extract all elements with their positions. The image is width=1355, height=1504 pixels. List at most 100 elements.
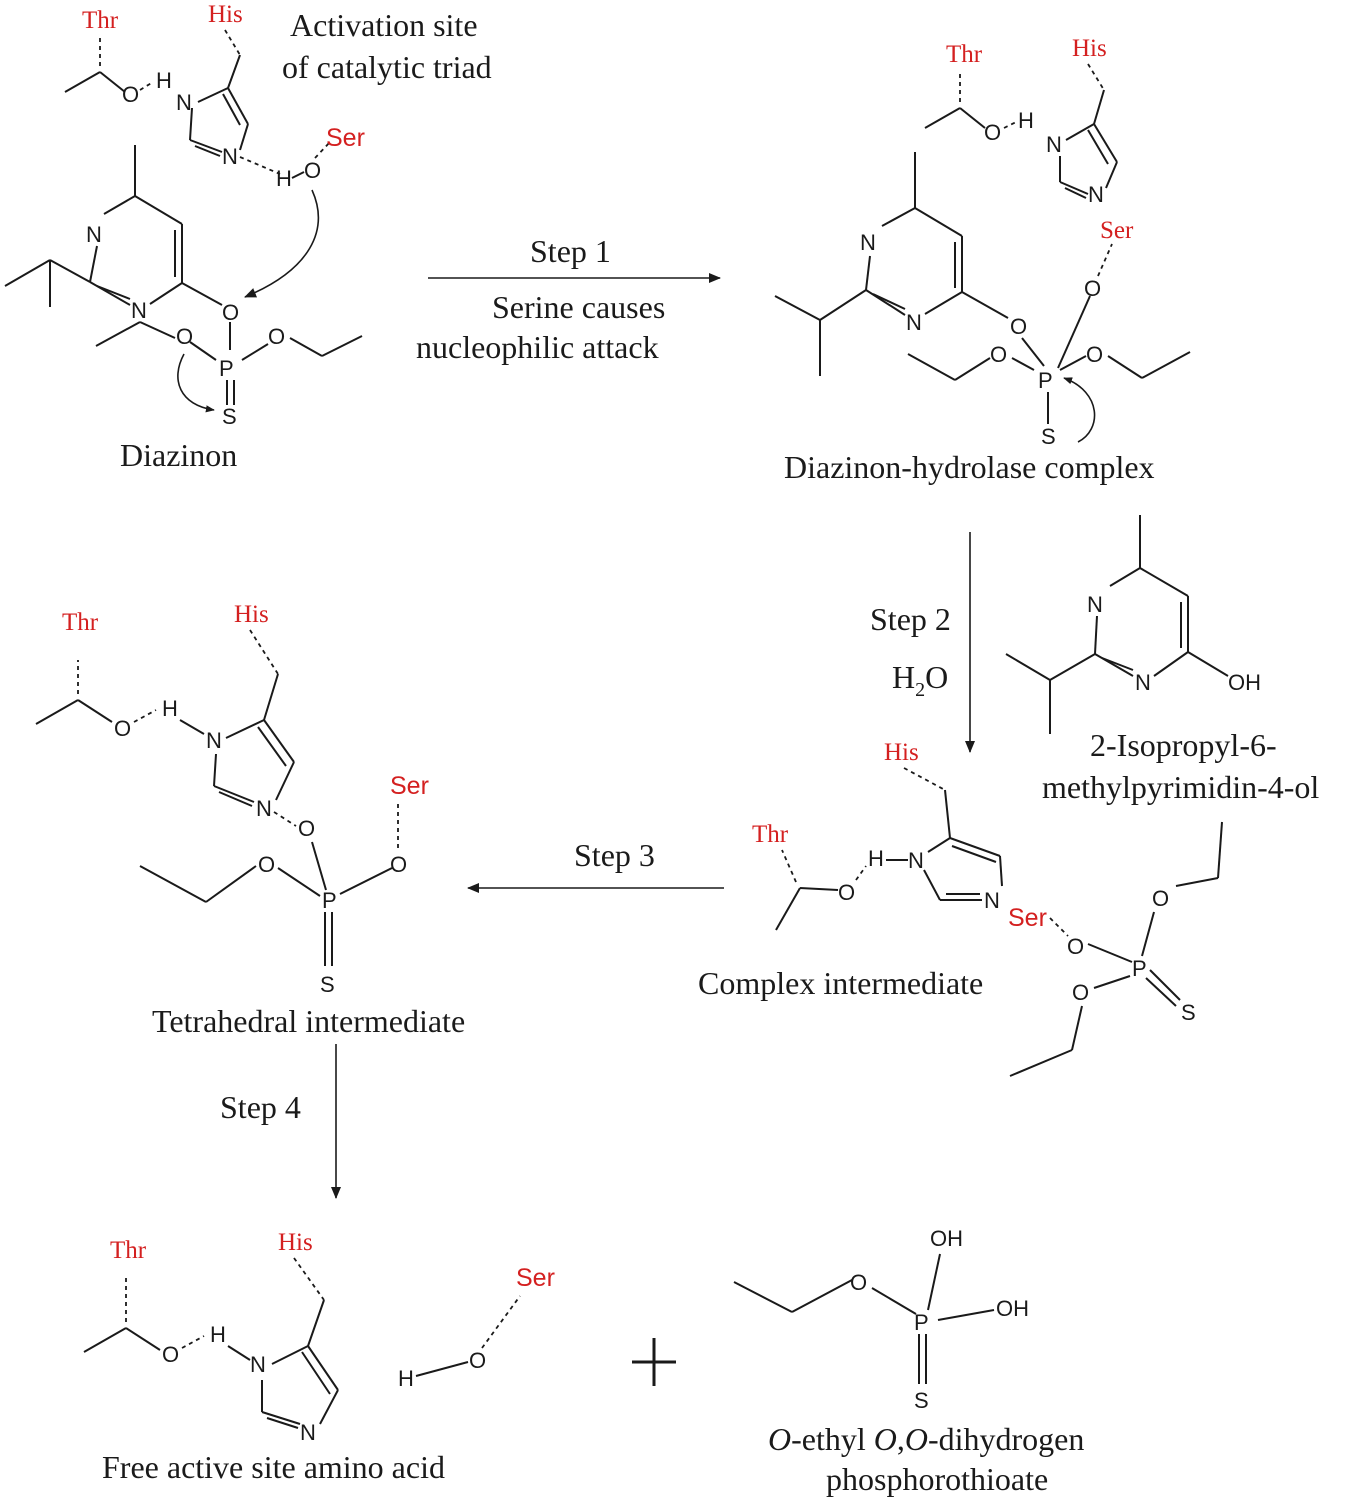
diazinon-label: Diazinon xyxy=(120,437,237,473)
thr-residue-2: Thr O H xyxy=(924,41,1034,145)
atom-p: P xyxy=(1038,368,1053,393)
atom-o: O xyxy=(1067,934,1084,959)
step2-reagent-sub: 2 xyxy=(915,679,925,701)
diazinon-panel: Thr O H His N N H O Ser xyxy=(4,1,492,473)
atom-n: N xyxy=(206,728,222,753)
atom-n: N xyxy=(256,796,272,821)
atom-o: O xyxy=(114,716,131,741)
atom-o: O xyxy=(222,300,239,325)
thr-residue-1: Thr O H xyxy=(64,7,172,107)
step1-arrow-group: Step 1 Serine causes nucleophilic attack xyxy=(416,233,721,365)
step3-arrow-group: Step 3 xyxy=(467,837,724,893)
his-imidazole-1: His N N xyxy=(176,1,281,175)
atom-h: H xyxy=(210,1322,226,1347)
atom-o: O xyxy=(304,158,321,183)
pyrimidinol-label: 2-Isopropyl-6- xyxy=(1090,727,1277,763)
his-label: His xyxy=(1072,35,1107,62)
atom-o: O xyxy=(176,324,193,349)
step2-arrow-group: Step 2 H2O xyxy=(870,532,975,753)
thr-label: Thr xyxy=(946,41,983,68)
atom-s: S xyxy=(320,972,335,997)
complex-intermediate-label: Complex intermediate xyxy=(698,965,983,1001)
atom-n: N xyxy=(1046,132,1062,157)
diazinon-hydrolase-complex-panel: Thr O H His N N N xyxy=(774,35,1191,485)
his-label: His xyxy=(884,739,919,766)
ser-label: Ser xyxy=(516,1264,555,1292)
thr-residue-5: Thr O H xyxy=(83,1237,251,1367)
atom-h: H xyxy=(276,166,292,191)
free-active-site-panel: Thr O H His N N H O Ser Free ac xyxy=(83,1229,555,1485)
atom-n: N xyxy=(300,1420,316,1445)
atom-s: S xyxy=(914,1388,929,1413)
atom-o: O xyxy=(1072,980,1089,1005)
atom-p: P xyxy=(219,356,234,381)
ser-label: Ser xyxy=(1100,217,1134,244)
his-imidazole-5: His N N xyxy=(250,1229,339,1445)
ser-label: Ser xyxy=(390,772,429,800)
ser-label: Ser xyxy=(1008,904,1047,932)
thr-residue-3: Thr O H xyxy=(752,821,908,931)
atom-o: O xyxy=(1152,886,1169,911)
activation-site-label-line2: of catalytic triad xyxy=(282,49,492,85)
tetrahedral-intermediate-label: Tetrahedral intermediate xyxy=(152,1003,465,1039)
atom-o: O xyxy=(838,880,855,905)
atom-n: N xyxy=(176,90,192,115)
thr-residue-4: Thr O H xyxy=(35,609,205,741)
his-imidazole-3: His N N xyxy=(884,739,1003,913)
atom-o: O xyxy=(850,1270,867,1295)
atom-h: H xyxy=(868,846,884,871)
phosphorothioate-label: O-ethyl O,O-dihydrogen xyxy=(768,1421,1084,1457)
atom-s: S xyxy=(1041,424,1056,449)
atom-n: N xyxy=(222,144,238,169)
pyrimidinol-label-line2: methylpyrimidin-4-ol xyxy=(1042,769,1319,805)
atom-oh: OH xyxy=(1228,670,1261,695)
atom-h: H xyxy=(156,68,172,93)
atom-o: O xyxy=(122,82,139,107)
phosphorothioate-label-line2: phosphorothioate xyxy=(826,1461,1048,1497)
atom-o: O xyxy=(1086,342,1103,367)
his-imidazole-2: His N N xyxy=(1046,35,1118,207)
his-label: His xyxy=(234,601,269,628)
step3-label: Step 3 xyxy=(574,837,655,873)
plus-sign xyxy=(632,1338,676,1386)
diazinon-bound: N N O P O O S O Ser xyxy=(774,152,1191,449)
his-imidazole-4: His N N xyxy=(206,601,297,827)
atom-p: P xyxy=(914,1310,929,1335)
step4-label: Step 4 xyxy=(220,1089,301,1125)
tetrahedral-intermediate-panel: Thr O H His N N O P O xyxy=(35,601,465,1039)
complex-intermediate-panel: Thr O H His N N Ser O P xyxy=(698,739,1223,1077)
thr-label: Thr xyxy=(62,609,99,636)
ser-label: Ser xyxy=(326,124,365,152)
atom-p: P xyxy=(1132,956,1147,981)
ser-free: H O Ser xyxy=(398,1264,555,1391)
atom-oh: OH xyxy=(930,1226,963,1251)
atom-n: N xyxy=(131,298,147,323)
phosphorothioate-product-panel: O P OH OH S O-ethyl O,O-dihydrogen phosp… xyxy=(733,1226,1084,1497)
step2-reagent-o: O xyxy=(925,659,948,695)
atom-o: O xyxy=(162,1342,179,1367)
atom-o: O xyxy=(469,1348,486,1373)
ser-residue-1: H O Ser xyxy=(244,124,365,298)
step2-reagent-h: H xyxy=(892,659,915,695)
atom-o: O xyxy=(1010,314,1027,339)
diazinon-molecule: N N O P O O S xyxy=(4,145,363,429)
atom-n: N xyxy=(86,222,102,247)
diazinon-hydrolase-complex-label: Diazinon-hydrolase complex xyxy=(784,449,1155,485)
atom-n: N xyxy=(1135,670,1151,695)
atom-n: N xyxy=(984,888,1000,913)
ser-phosphate-adduct: Ser O P S O O xyxy=(1008,821,1223,1077)
pyrimidinol-product: N N OH 2-Isopropyl-6- methylpyrimidin-4-… xyxy=(1005,515,1319,805)
step1-label: Step 1 xyxy=(530,233,611,269)
atom-n: N xyxy=(906,310,922,335)
step4-arrow-group: Step 4 xyxy=(220,1044,341,1199)
atom-o: O xyxy=(390,852,407,877)
thr-label: Thr xyxy=(752,821,789,848)
atom-h: H xyxy=(162,696,178,721)
atom-h: H xyxy=(398,1366,414,1391)
atom-p: P xyxy=(322,888,337,913)
his-label: His xyxy=(208,1,243,28)
svg-text:H2O: H2O xyxy=(892,659,948,701)
atom-o: O xyxy=(298,816,315,841)
atom-o: O xyxy=(258,852,275,877)
